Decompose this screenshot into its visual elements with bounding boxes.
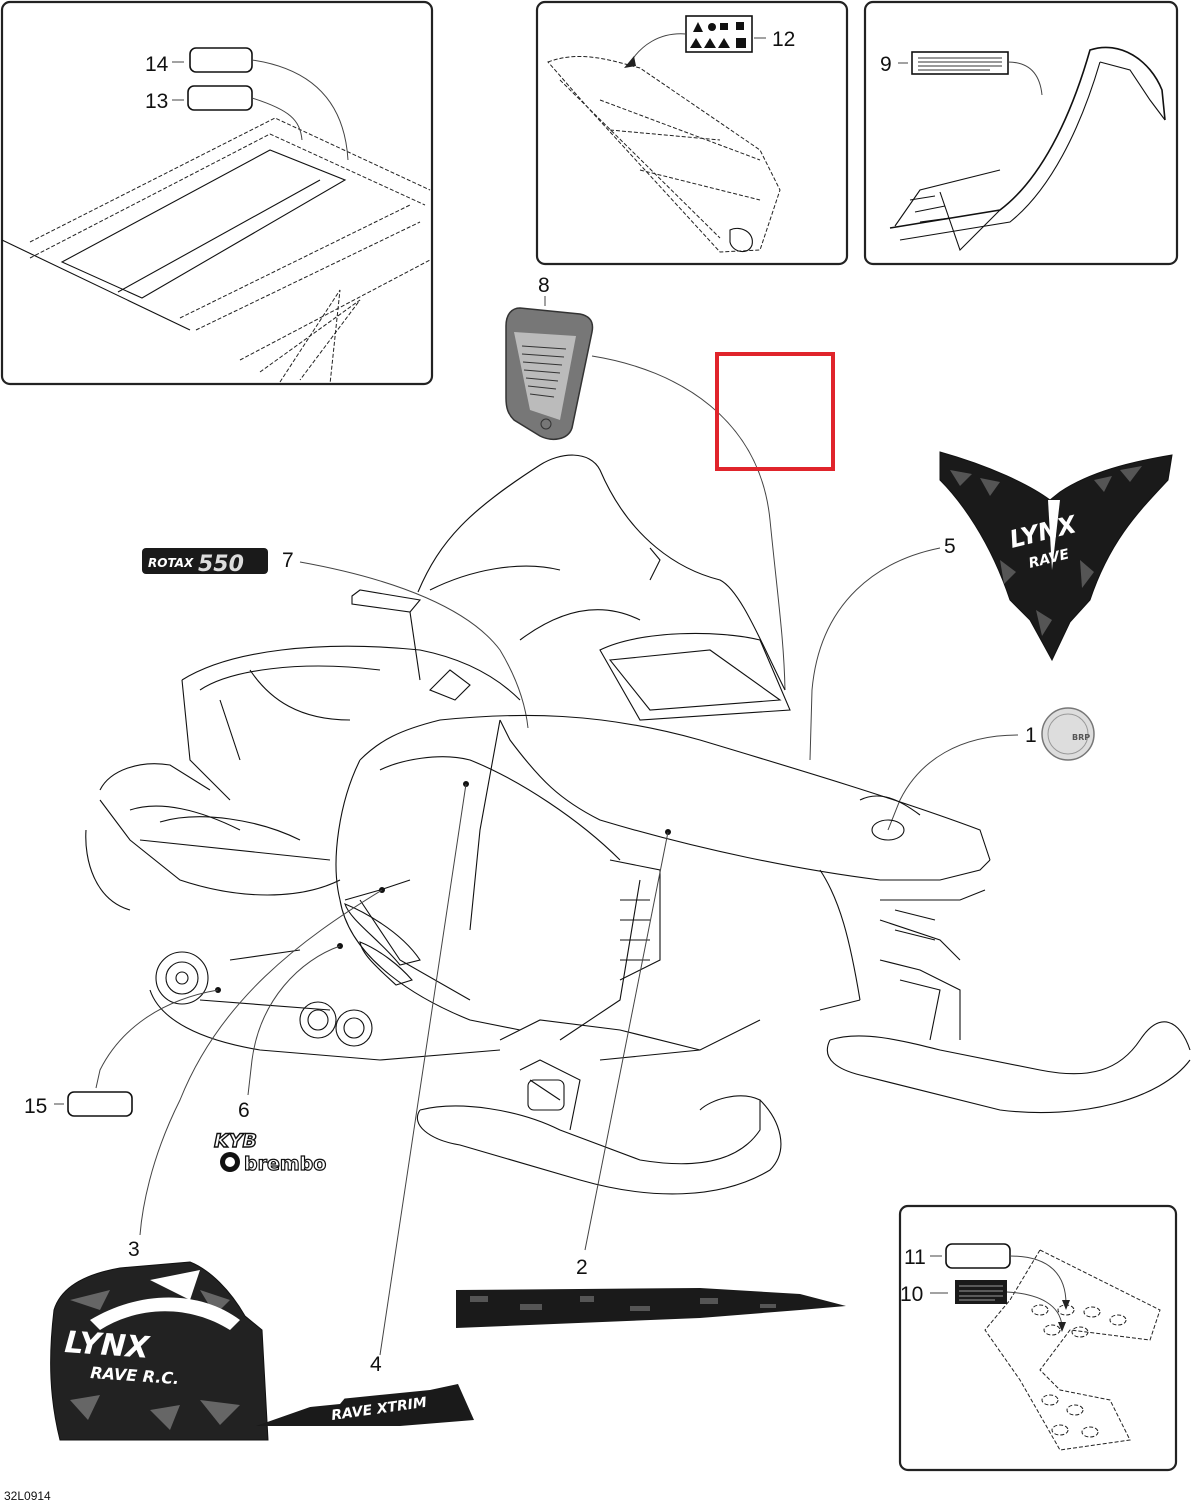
callout-8: 8 [538, 274, 550, 297]
callout-13: 13 [145, 90, 168, 113]
callout-3: 3 [128, 1238, 140, 1261]
decal-2: 2 [456, 1256, 846, 1328]
detail-panel-flap: 9 [863, 0, 1179, 266]
callout-12: 12 [772, 28, 795, 51]
decal-3-lynx-text: LYNX [63, 1325, 152, 1366]
snowmobile-outline [85, 454, 1191, 1195]
callout-5: 5 [944, 535, 956, 558]
callout-9: 9 [880, 53, 892, 76]
leader-lines [95, 781, 671, 1356]
callout-6: 6 [238, 1099, 250, 1122]
decal-5: LYNX RAVE 5 [809, 451, 1173, 761]
decal-4: 4 RAVE XTRIM [256, 1353, 474, 1426]
svg-text:BRP: BRP [1072, 733, 1090, 742]
decal-1: BRP 1 [887, 707, 1095, 831]
callout-10: 10 [900, 1283, 923, 1306]
callout-7: 7 [282, 549, 294, 572]
callout-14: 14 [145, 53, 169, 76]
detail-panel-tunnel: 14 13 [0, 0, 434, 386]
detail-panel-footrest: 11 10 [898, 1204, 1178, 1472]
decal-6-brembo-text: brembo [244, 1153, 326, 1175]
callout-2: 2 [576, 1256, 588, 1279]
highlight-box [715, 352, 835, 471]
callout-11: 11 [904, 1246, 926, 1269]
decal-3: 3 LYNX RAVE R.C. [50, 1238, 269, 1441]
decal-9-shape [911, 51, 1009, 75]
detail-panel-seat: 12 [535, 0, 849, 266]
decal-7-rotax-text: ROTAX [148, 556, 194, 570]
document-id: 32L0914 [4, 1489, 51, 1503]
callout-15: 15 [24, 1095, 47, 1118]
decal-8: 8 [505, 274, 786, 691]
decal-6: 6 KYB brembo [213, 1099, 327, 1176]
decal-7-model-text: 550 [198, 552, 244, 577]
callout-4: 4 [370, 1353, 382, 1376]
decal-15: 15 [24, 1091, 133, 1118]
decal-7: ROTAX 550 7 [142, 548, 529, 729]
callout-1: 1 [1025, 724, 1037, 747]
decal-6-kyb-text: KYB [214, 1130, 257, 1152]
